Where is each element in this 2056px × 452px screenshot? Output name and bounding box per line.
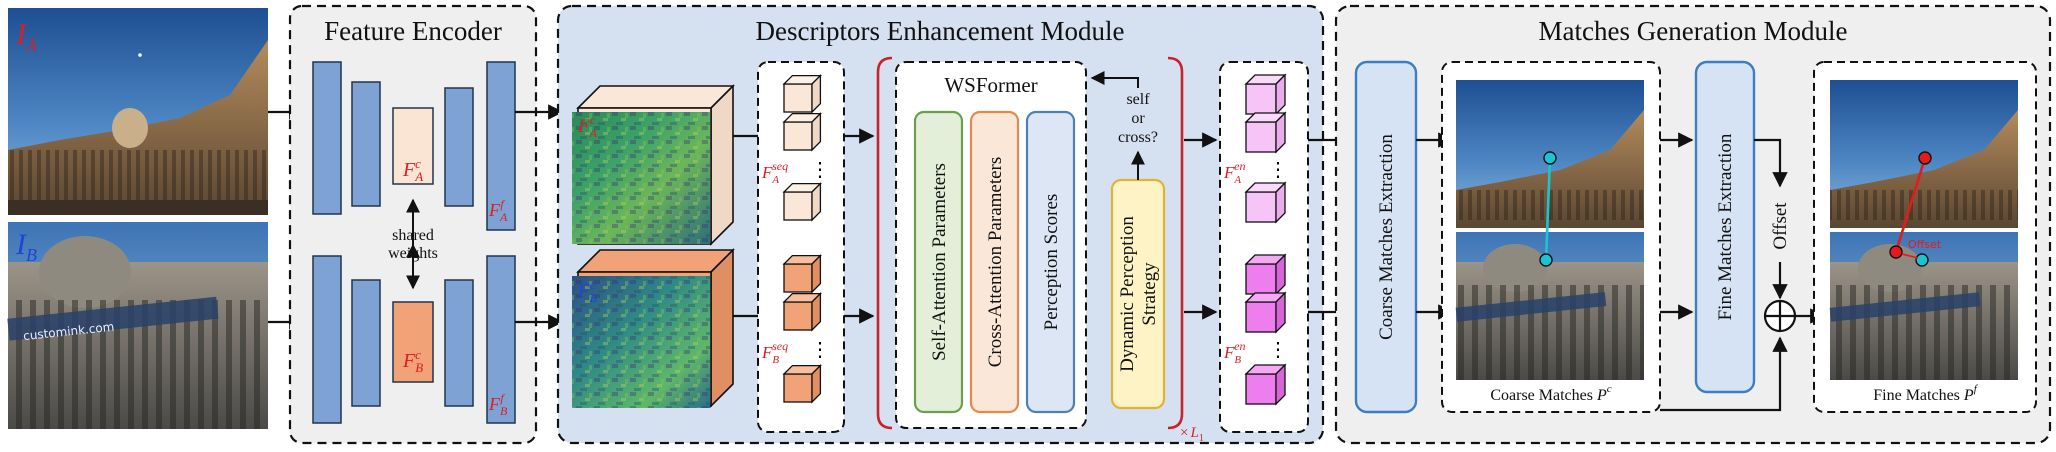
perception-scores-label: Perception Scores [1041,194,1062,331]
photo-b-label: IB [15,228,37,265]
en-a-label: FAen [1223,159,1245,186]
encoder-layers-b [312,255,516,424]
photo-a [8,8,268,215]
coarse-extraction-box [1354,60,1418,414]
coarse-match-point-b [1539,253,1553,267]
coarse-match-line [1544,157,1552,261]
fine-a-label: FAf [488,197,508,224]
cross-attention-box [969,110,1020,414]
token-cube [1244,253,1287,296]
coarse-match-point-a [1543,151,1557,165]
en-a-ellipsis: ⋮ [1268,159,1288,181]
arrow-fine-to-offset [1754,138,1788,188]
cross-attention-label: Cross-Attention Parameters [985,157,1006,368]
dynamic-strategy-label-1: Dynamic Perception [1117,216,1138,372]
map-b-label: FBc [577,278,598,305]
token-cube [782,254,822,294]
token-cube [1244,111,1287,154]
feature-encoder-title: Feature Encoder [324,16,502,46]
fine-extraction-label: Fine Matches Extraction [1715,133,1736,320]
en-b-label: FBen [1223,339,1245,366]
token-cube [1244,181,1287,224]
en-b-ellipsis: ⋮ [1268,339,1288,361]
seq-a-ellipsis: ⋮ [810,159,830,181]
wsformer-bracket-left [876,56,893,430]
seq-cubes-a [782,74,822,222]
arrow-strategy-loop [1090,71,1139,88]
offset-small-label: Offset [1908,238,1942,251]
fine-b-label: FBf [488,391,508,418]
coarse-photo-b [1455,232,1644,380]
token-cube [782,182,822,222]
token-cube [782,74,822,114]
en-cubes-b [1244,253,1287,406]
feature-map-a [572,84,735,246]
photo-a-label: IA [15,18,38,55]
question-cross: cross? [1118,129,1158,146]
wsformer-bracket-right [1167,56,1184,430]
self-attention-label: Self-Attention Parameters [929,163,950,361]
map-a-label: FAc [577,113,598,140]
token-cube [1244,363,1287,406]
en-cubes-a [1244,73,1287,224]
fine-match-line [1894,157,1927,253]
wsformer-title: WSFormer [944,73,1037,97]
seq-a-label: FAseq [761,159,788,186]
encoder-layers-a [312,61,516,231]
coarse-b-label: FBc [402,347,423,375]
question-self: self [1126,91,1150,108]
enhanced-panel [1219,61,1309,433]
seq-b-label: FBseq [761,339,788,366]
feature-map-b [572,248,735,408]
offset-vector [1901,253,1919,259]
dynamic-strategy-label-2: Strategy [1139,262,1160,326]
seq-b-ellipsis: ⋮ [810,339,830,361]
coarse-caption: Coarse Matches Pc [1490,383,1611,404]
fine-coarse-point [1915,253,1929,267]
coarse-extraction-label: Coarse Matches Extraction [1376,134,1397,340]
perception-scores-box [1025,110,1076,414]
token-cube [1244,73,1287,116]
fine-extraction-box [1694,60,1756,394]
shared-weights-text-1: shared [392,227,434,244]
coarse-a-label: FAc [402,156,423,184]
fine-match-point-b [1889,245,1903,259]
enhancement-title: Descriptors Enhancement Module [756,16,1125,46]
self-attention-box [913,110,964,414]
token-cube [782,292,822,332]
sequence-panel [757,61,845,433]
offset-label: Offset [1770,202,1791,250]
seq-cubes-b [782,254,822,404]
arrow-coarse-to-sum [1660,336,1788,412]
fine-match-point-a [1918,151,1932,165]
photo-b [7,222,268,429]
repeat-label: ×L1 [1180,425,1204,444]
shared-weights-text-2: weights [388,245,438,262]
token-cube [782,112,822,152]
token-cube [782,364,822,404]
question-or: or [1131,110,1145,127]
token-cube [1244,291,1287,334]
fine-caption: Fine Matches Pf [1873,383,1978,404]
matches-title: Matches Generation Module [1539,16,1848,46]
